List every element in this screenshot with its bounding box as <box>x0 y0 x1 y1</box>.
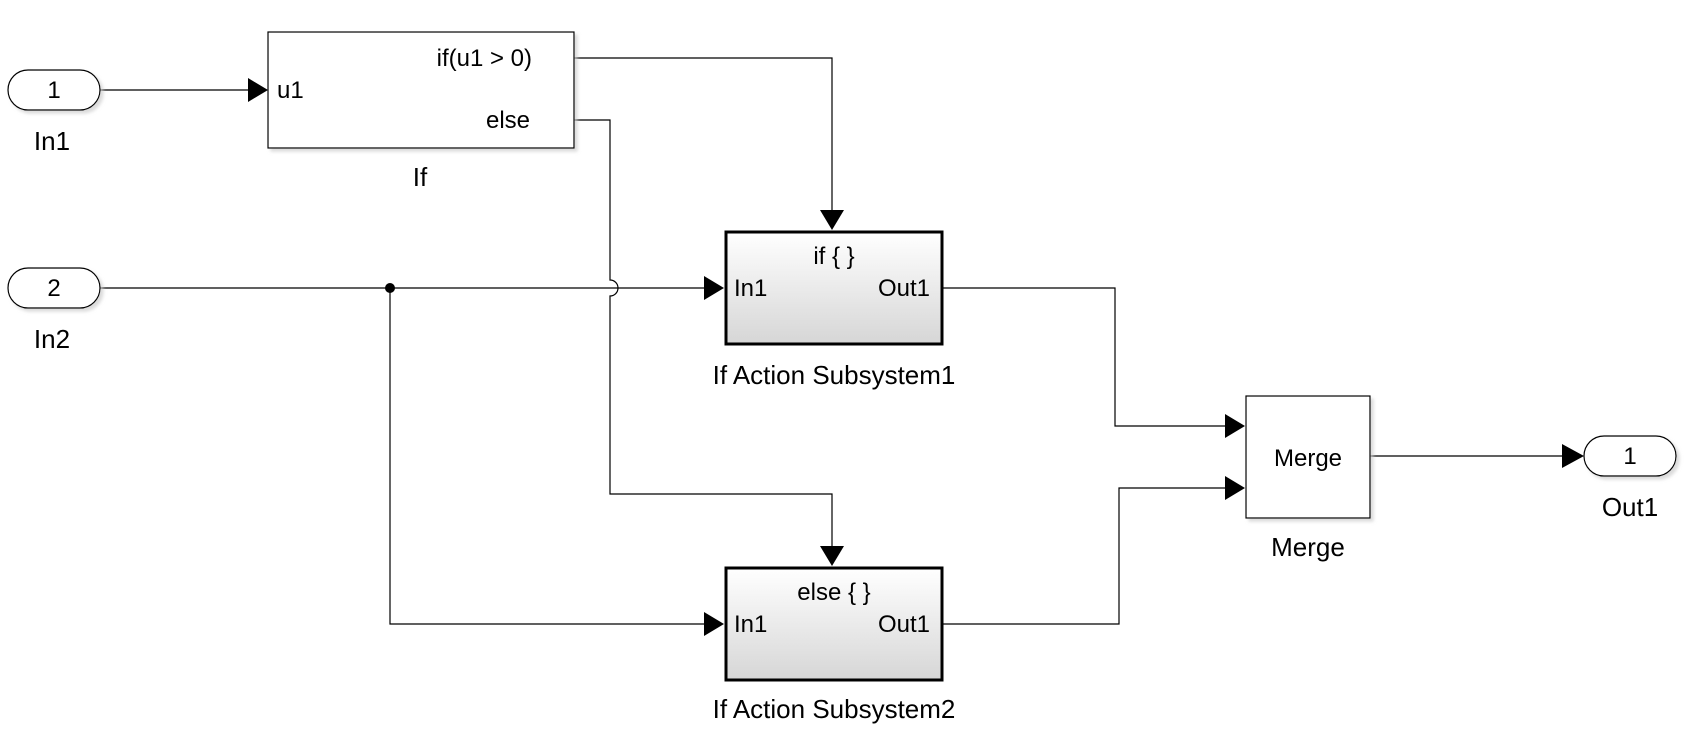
if-block-label: If <box>413 162 428 192</box>
wire-if-action-to-subsystem1[interactable] <box>574 57 833 212</box>
if-block-input-port: u1 <box>277 77 304 104</box>
merge-block-text: Merge <box>1274 445 1342 472</box>
wire-if-else-to-subsystem2[interactable] <box>574 119 833 548</box>
outport-out1[interactable]: 1 <box>1583 435 1677 477</box>
arrow-out1 <box>1562 444 1584 468</box>
if-block-else-port: else <box>486 107 530 134</box>
subsystem1-label: If Action Subsystem1 <box>713 360 956 390</box>
arrow-subsystem2-action <box>820 546 844 566</box>
outport-out1-label: Out1 <box>1602 492 1658 522</box>
arrow-merge-in2 <box>1225 476 1245 500</box>
if-action-subsystem2[interactable]: else { } In1 Out1 <box>724 566 944 682</box>
subsystem1-out-port: Out1 <box>878 275 930 302</box>
if-block[interactable]: u1 if(u1 > 0) else <box>267 31 575 149</box>
arrow-subsystem2-in1 <box>704 612 724 636</box>
subsystem2-in-port: In1 <box>734 611 767 638</box>
wire-subsystem1-to-merge[interactable] <box>942 287 1225 427</box>
arrow-subsystem1-action <box>820 210 844 230</box>
merge-block[interactable]: Merge <box>1245 395 1371 519</box>
subsystem1-in-port: In1 <box>734 275 767 302</box>
arrow-merge-in1 <box>1225 414 1245 438</box>
subsystem1-action-port: if { } <box>813 243 854 270</box>
subsystem2-out-port: Out1 <box>878 611 930 638</box>
wire-subsystem2-to-merge[interactable] <box>942 487 1225 625</box>
inport-in2-number: 2 <box>47 275 60 302</box>
inport-in1-label: In1 <box>34 126 70 156</box>
inport-in1-number: 1 <box>47 77 60 104</box>
subsystem2-action-port: else { } <box>797 579 870 606</box>
inport-in2[interactable]: 2 <box>7 267 101 309</box>
if-action-subsystem1[interactable]: if { } In1 Out1 <box>724 230 944 346</box>
subsystem2-label: If Action Subsystem2 <box>713 694 956 724</box>
arrow-subsystem1-in1 <box>704 276 724 300</box>
outport-out1-number: 1 <box>1623 443 1636 470</box>
inport-in2-label: In2 <box>34 324 70 354</box>
wire-in2-branch-to-subsystem2[interactable] <box>389 288 704 625</box>
merge-block-label: Merge <box>1271 532 1345 562</box>
if-block-condition-port: if(u1 > 0) <box>437 45 532 72</box>
arrow-if-u1 <box>248 78 268 102</box>
inport-in1[interactable]: 1 <box>7 69 101 111</box>
